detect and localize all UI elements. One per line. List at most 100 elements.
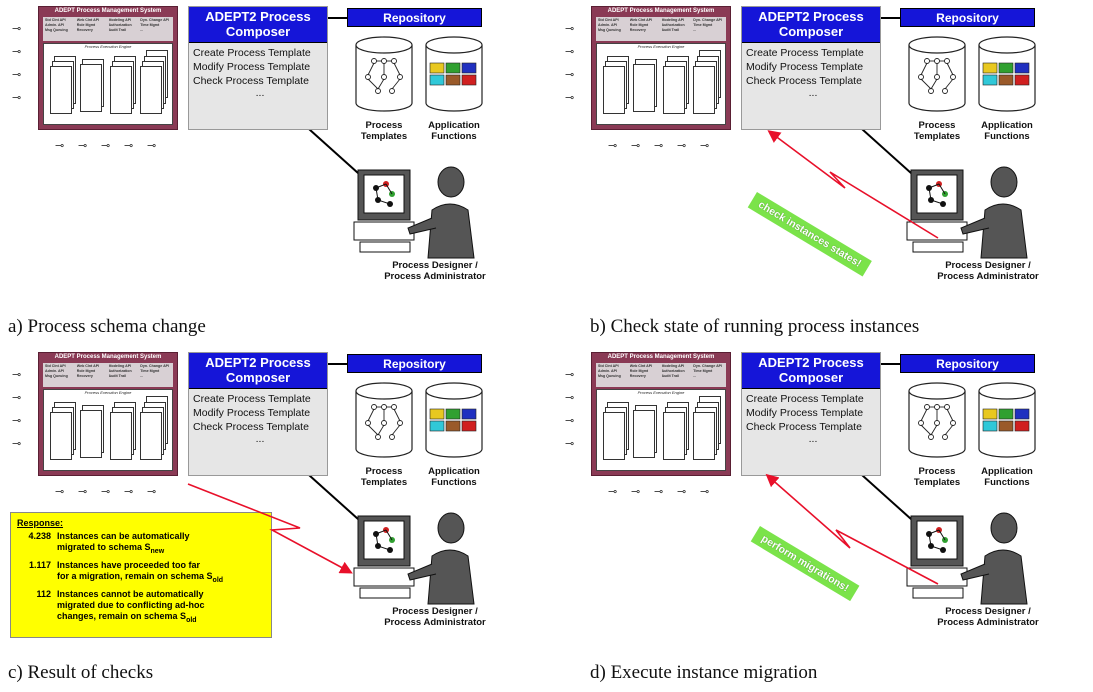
process-execution-engine: Process Execution Engine <box>596 43 726 125</box>
client-icon: ⊸ <box>101 140 111 152</box>
migrate-arrow <box>765 473 939 585</box>
client-icon: ⊸ <box>12 46 22 58</box>
api-cell: Recovery <box>629 28 646 32</box>
api-cell: ... <box>693 28 697 32</box>
client-icon: ⊸ <box>78 486 88 498</box>
api-cell: Admin. API <box>598 23 618 27</box>
api-box: Std Clnt API Web Clnt API Modeling API D… <box>596 17 726 41</box>
response-row: 1.117 Instances have proceeded too far f… <box>17 560 265 586</box>
process-templates-cylinder-icon <box>908 36 966 112</box>
api-cell: Dyn. Change API <box>693 18 723 22</box>
panel-d: ADEPT Process Management System Std Clnt… <box>553 346 1093 692</box>
instance-stack <box>140 396 168 464</box>
repository-title: Repository <box>900 354 1035 373</box>
process-designer-workstation-icon <box>906 512 1028 605</box>
response-box: Response: 4.238 Instances can be automat… <box>10 512 272 638</box>
api-cell: ... <box>693 374 697 378</box>
composer-action-modify: Modify Process Template <box>746 61 864 73</box>
pms-title: ADEPT Process Management System <box>54 354 162 360</box>
instance-stack <box>603 402 630 464</box>
client-icon: ⊸ <box>631 486 641 498</box>
client-icon: ⊸ <box>565 23 575 35</box>
api-cell: ... <box>140 374 144 378</box>
response-line: migrated due to conflicting ad-hoc <box>57 599 205 610</box>
response-line: for a migration, remain on schema Sold <box>57 570 224 584</box>
api-cell: Web Clnt API <box>76 18 100 22</box>
process-management-system: ADEPT Process Management System Std Clnt… <box>591 6 731 130</box>
engine-label: Process Execution Engine <box>84 390 132 395</box>
api-cell: Audit Trail <box>108 28 127 32</box>
process-composer: ADEPT2 Process Composer Create Process T… <box>741 352 881 476</box>
process-templates-cylinder-icon <box>355 382 413 458</box>
response-count: 4.238 <box>28 531 51 541</box>
composer-action-create: Create Process Template <box>193 393 311 405</box>
process-management-system: ADEPT Process Management System Std Clnt… <box>38 352 178 476</box>
repository-title: Repository <box>347 354 482 373</box>
client-icon: ⊸ <box>12 438 22 450</box>
api-cell: Role Mgmt <box>629 369 649 373</box>
api-cell: Dyn. Change API <box>140 18 170 22</box>
client-icon: ⊸ <box>565 392 575 404</box>
api-box: Std Clnt API Web Clnt API Modeling API D… <box>596 363 726 387</box>
client-icon: ⊸ <box>124 140 134 152</box>
result-arrow <box>187 483 353 574</box>
api-cell: Std Clnt API <box>45 364 66 368</box>
instance-stack <box>110 56 137 118</box>
instance-stack <box>663 56 690 118</box>
client-icon: ⊸ <box>12 69 22 81</box>
instance-stack <box>50 56 77 118</box>
api-cell: Audit Trail <box>108 374 127 378</box>
repository-title: Repository <box>347 8 482 27</box>
caption-d: d) Execute instance migration <box>590 662 818 683</box>
api-cell: Msg Queuing <box>45 28 68 32</box>
api-cell: ... <box>140 28 144 32</box>
process-designer-label: Process Designer /Process Administrator <box>937 260 1039 282</box>
response-count: 112 <box>36 588 51 599</box>
api-cell: Web Clnt API <box>629 364 653 368</box>
panel-b: ADEPT Process Management System Std Clnt… <box>553 0 1093 346</box>
api-cell: Authorization <box>661 369 685 373</box>
application-functions-cylinder-icon <box>978 382 1036 458</box>
process-designer-workstation-icon <box>906 166 1028 259</box>
composer-action-create: Create Process Template <box>746 393 864 405</box>
check-states-arrow <box>767 130 939 239</box>
api-cell: Msg Queuing <box>45 374 68 378</box>
composer-action-check: Check Process Template <box>193 75 309 87</box>
instance-stack <box>80 56 107 118</box>
composer-action-create: Create Process Template <box>746 47 864 59</box>
api-cell: Dyn. Change API <box>140 364 170 368</box>
application-functions-cylinder-icon <box>978 36 1036 112</box>
client-icon: ⊸ <box>608 140 618 152</box>
api-cell: Authorization <box>108 23 132 27</box>
instance-stack <box>693 396 721 464</box>
client-icon: ⊸ <box>12 23 22 35</box>
application-functions-cylinder-icon <box>425 36 483 112</box>
api-cell: Modeling API <box>661 364 685 368</box>
composer-ellipsis: ... <box>255 87 265 99</box>
pms-title: ADEPT Process Management System <box>607 8 715 14</box>
client-icon: ⊸ <box>608 486 618 498</box>
api-box: Std Clnt API Web Clnt API Modeling API D… <box>43 363 173 387</box>
client-icon: ⊸ <box>78 140 88 152</box>
api-box: Std Clnt API Web Clnt API Modeling API D… <box>43 17 173 41</box>
panel-c: ADEPT Process Management System Std Clnt… <box>0 346 540 692</box>
process-designer-label: Process Designer /Process Administrator <box>384 606 486 628</box>
composer-action-modify: Modify Process Template <box>193 61 311 73</box>
client-icon: ⊸ <box>565 46 575 58</box>
composer-title: ADEPT2 Process Composer <box>189 7 327 43</box>
api-cell: Authorization <box>661 23 685 27</box>
composer-action-create: Create Process Template <box>193 47 311 59</box>
composer-action-check: Check Process Template <box>193 421 309 433</box>
client-icon: ⊸ <box>565 369 575 381</box>
process-composer: ADEPT2 Process Composer Create Process T… <box>741 6 881 130</box>
api-cell: Std Clnt API <box>45 18 66 22</box>
api-cell: Web Clnt API <box>629 18 653 22</box>
process-execution-engine: Process Execution Engine <box>596 389 726 471</box>
repository-title: Repository <box>900 8 1035 27</box>
response-count: 1.117 <box>28 559 51 570</box>
response-text: Instances can be automatically migrated … <box>57 531 190 557</box>
